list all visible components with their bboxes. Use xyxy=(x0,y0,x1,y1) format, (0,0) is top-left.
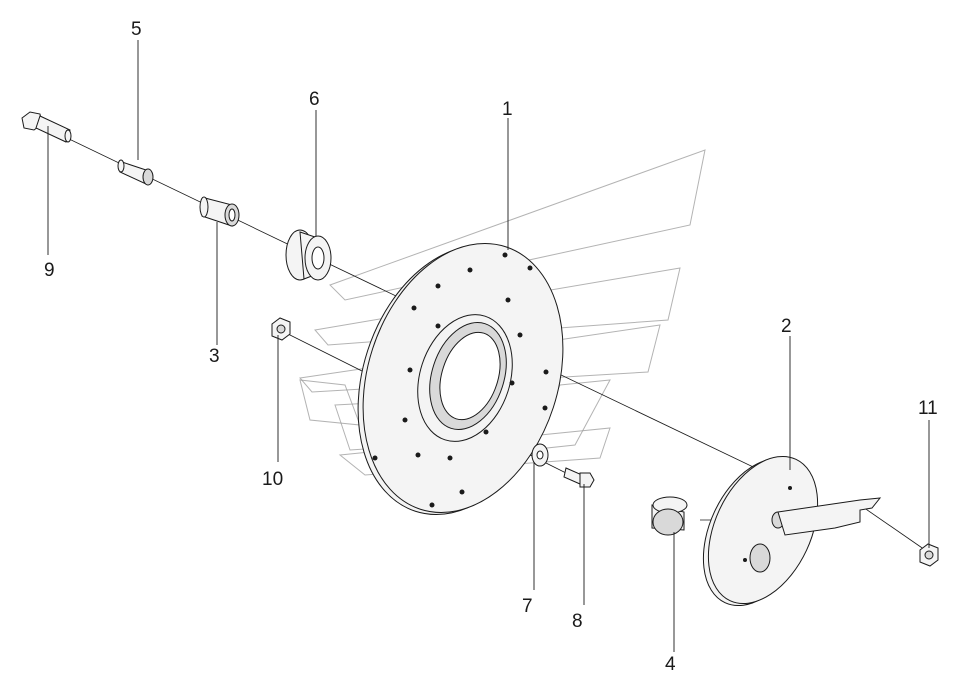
leader-lines xyxy=(47,40,930,652)
disc-bolt-holes xyxy=(372,252,549,508)
label-9: 9 xyxy=(44,260,55,281)
label-11: 11 xyxy=(918,398,938,419)
part-6-flanged-bushing xyxy=(285,229,332,281)
part-5-sleeve xyxy=(117,159,154,186)
part-7-washer xyxy=(531,443,549,467)
part-1-disc xyxy=(357,243,564,515)
label-2: 2 xyxy=(781,316,792,337)
label-10: 10 xyxy=(262,469,283,490)
label-6: 6 xyxy=(309,89,320,110)
label-3: 3 xyxy=(209,346,220,367)
label-4: 4 xyxy=(665,654,676,675)
label-5: 5 xyxy=(131,19,142,40)
part-2-cover-plate xyxy=(702,455,882,607)
label-8: 8 xyxy=(572,611,583,632)
part-9-bolt xyxy=(21,111,72,143)
callout-labels: 1 2 3 4 5 6 7 8 9 10 11 xyxy=(44,19,938,675)
part-11-nut xyxy=(919,543,939,567)
label-7: 7 xyxy=(522,596,533,617)
part-4-bushing xyxy=(651,496,688,536)
part-8-small-bolt xyxy=(563,467,595,488)
part-10-nut xyxy=(271,317,291,341)
label-1: 1 xyxy=(502,99,513,120)
part-3-bushing xyxy=(199,196,240,227)
